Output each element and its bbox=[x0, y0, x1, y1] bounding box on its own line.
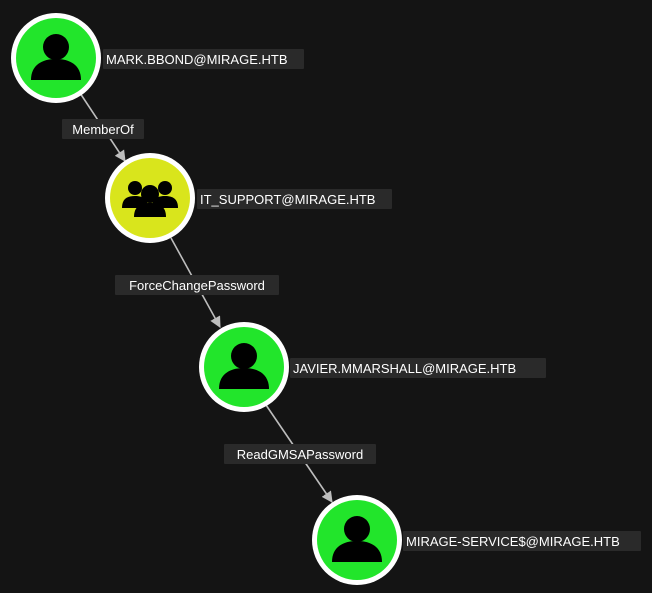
node-label: MARK.BBOND@MIRAGE.HTB bbox=[106, 52, 288, 67]
node-mirage-service[interactable]: MIRAGE-SERVICE$@MIRAGE.HTB bbox=[312, 495, 641, 585]
edge-label-background bbox=[115, 275, 279, 295]
node-label-background bbox=[403, 531, 641, 551]
edge-memberof[interactable]: MemberOf bbox=[62, 92, 144, 162]
edge-label-background bbox=[224, 444, 376, 464]
edge-readgmsapassword[interactable]: ReadGMSAPassword bbox=[224, 404, 376, 503]
node-label-background bbox=[197, 189, 392, 209]
edge-forcechangepassword[interactable]: ForceChangePassword bbox=[115, 237, 279, 328]
edge-label-background bbox=[62, 119, 144, 139]
node-mark-bbond[interactable]: MARK.BBOND@MIRAGE.HTB bbox=[11, 13, 304, 103]
node-javier-mmarshall[interactable]: JAVIER.MMARSHALL@MIRAGE.HTB bbox=[199, 322, 546, 412]
edge-label: MemberOf bbox=[72, 122, 134, 137]
node-label-background bbox=[103, 49, 304, 69]
edge-label: ReadGMSAPassword bbox=[237, 447, 363, 462]
node-label: JAVIER.MMARSHALL@MIRAGE.HTB bbox=[293, 361, 516, 376]
node-label-background bbox=[290, 358, 546, 378]
node-it-support[interactable]: IT_SUPPORT@MIRAGE.HTB bbox=[105, 153, 392, 243]
edge-label: ForceChangePassword bbox=[129, 278, 265, 293]
node-label: IT_SUPPORT@MIRAGE.HTB bbox=[200, 192, 375, 207]
node-label: MIRAGE-SERVICE$@MIRAGE.HTB bbox=[406, 534, 620, 549]
